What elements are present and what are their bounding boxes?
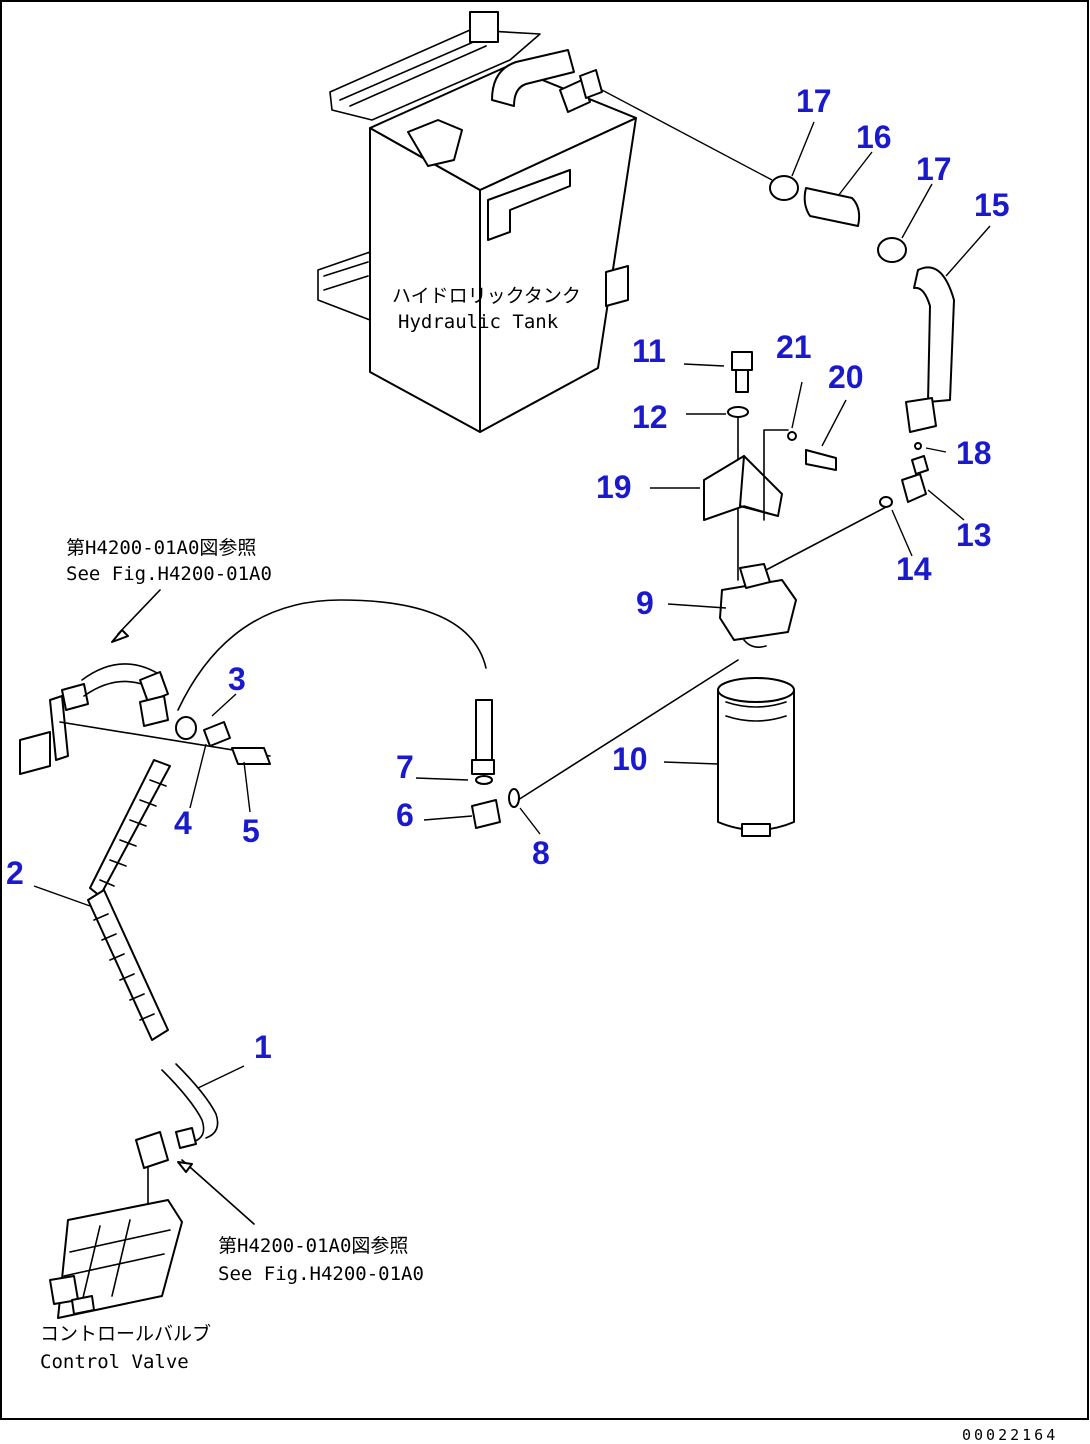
hose-16 <box>803 187 861 227</box>
ref-bottom-ja: 第H4200-01A0図参照 <box>218 1235 408 1257</box>
callout-17b: 17 <box>916 151 952 187</box>
diagram-notes: ハイドロリックタンク Hydraulic Tank 第H4200-01A0図参照… <box>40 285 581 1373</box>
callout-4: 4 <box>174 805 192 841</box>
ref-top-en: See Fig.H4200-01A0 <box>66 563 272 585</box>
callout-20: 20 <box>828 359 864 395</box>
pilot-piping <box>19 589 501 1149</box>
callout-17a: 17 <box>796 83 832 119</box>
callout-5: 5 <box>242 813 260 849</box>
hydraulic-tank <box>317 11 637 433</box>
filter-assembly <box>508 351 929 837</box>
callout-6: 6 <box>396 797 414 833</box>
callout-14: 14 <box>896 551 932 587</box>
hose-15 <box>913 266 955 403</box>
hose-15-nut <box>905 397 937 433</box>
tank-label-en: Hydraulic Tank <box>398 311 559 333</box>
clamp-17a <box>769 175 799 201</box>
tank-label-ja: ハイドロリックタンク <box>392 285 581 307</box>
callout-8: 8 <box>532 835 550 871</box>
callout-12: 12 <box>632 399 668 435</box>
callout-9: 9 <box>636 585 654 621</box>
callout-21: 21 <box>776 329 812 365</box>
valve-label-ja: コントロールバルブ <box>40 1322 211 1345</box>
callout-15: 15 <box>974 187 1010 223</box>
callout-13: 13 <box>956 517 992 553</box>
callout-2: 2 <box>6 855 24 891</box>
ref-bottom-en: See Fig.H4200-01A0 <box>218 1263 424 1285</box>
callout-11: 11 <box>632 333 666 369</box>
callout-labels: 1 2 3 4 5 6 7 8 9 10 11 12 13 14 15 16 1… <box>6 83 1010 1065</box>
clamp-17b <box>877 237 907 263</box>
callout-7: 7 <box>396 749 414 785</box>
callout-3: 3 <box>228 661 246 697</box>
hose-assembly-upper <box>601 89 955 433</box>
callout-leaders <box>33 121 991 1089</box>
callout-18: 18 <box>956 435 992 471</box>
callout-1: 1 <box>254 1029 272 1065</box>
callout-10: 10 <box>612 741 648 777</box>
ref-top-ja: 第H4200-01A0図参照 <box>66 537 256 559</box>
callout-16: 16 <box>856 119 892 155</box>
drawing-code: 00022164 <box>962 1426 1058 1444</box>
callout-19: 19 <box>596 469 632 505</box>
valve-label-en: Control Valve <box>40 1351 189 1373</box>
control-valve <box>49 1131 255 1319</box>
